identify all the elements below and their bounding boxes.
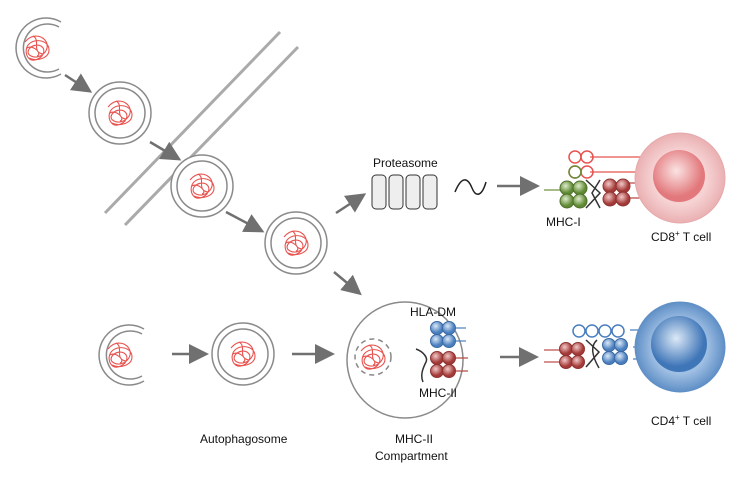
superscript: +	[675, 413, 680, 422]
autophagosome-label: Autophagosome	[200, 432, 288, 446]
cd4-text: CD4	[651, 414, 675, 428]
vesicle-2	[171, 155, 233, 217]
mhc-ii-label: MHC-II	[419, 386, 457, 400]
tcr-cd4	[572, 324, 625, 338]
cell-membrane	[103, 30, 300, 227]
t-cell-text: T cell	[680, 414, 712, 428]
cd8-t-cell	[590, 132, 726, 224]
mhc-i-label: MHC-I	[546, 215, 581, 229]
proteasome-label: Proteasome	[373, 156, 438, 170]
cd4-t-cell-label: CD4+ T cell	[651, 413, 711, 428]
cd8-t-cell-label: CD8+ T cell	[651, 229, 711, 244]
arrow	[225, 210, 265, 233]
arrow-to-proteasome	[335, 193, 367, 215]
mhc-i-molecule	[544, 178, 631, 209]
arrow	[149, 140, 182, 161]
peptide	[454, 179, 487, 195]
t-cell-text: T cell	[680, 230, 712, 244]
cd8-text: CD8	[651, 230, 675, 244]
mhc-ii-peptide-complex	[544, 338, 628, 369]
cd4-t-cell	[630, 301, 726, 393]
hla-dm-molecule	[430, 321, 466, 348]
vesicle-1	[89, 82, 151, 144]
phagophore-top	[15, 17, 62, 79]
vesicle-3	[265, 212, 327, 274]
compartment-label-line1: MHC-II	[395, 432, 433, 446]
arrow-to-compartment	[333, 271, 362, 296]
compartment-label-line2: Compartment	[375, 449, 448, 463]
mhc-ii-molecule	[415, 348, 468, 383]
proteasome	[371, 174, 438, 210]
tcr-cd8	[568, 150, 594, 179]
hla-dm-label: HLA-DM	[410, 305, 456, 319]
autophagosome	[212, 323, 274, 385]
phagophore-bottom	[98, 324, 145, 386]
arrow	[64, 73, 93, 93]
superscript: +	[675, 229, 680, 238]
